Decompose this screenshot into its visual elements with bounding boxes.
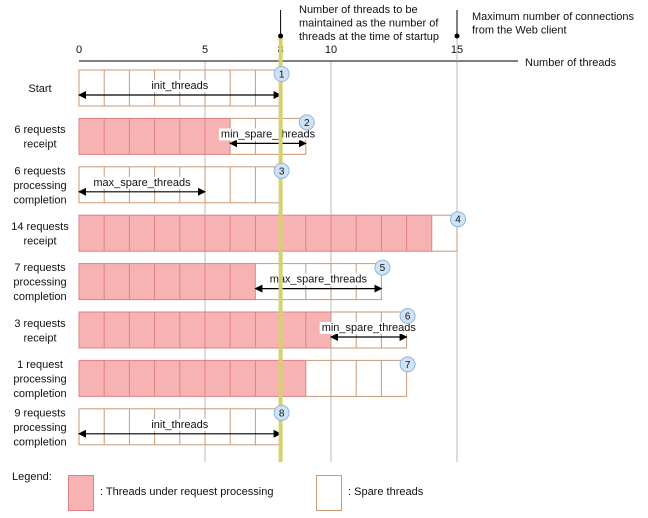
row-1-arrow-label: init_threads (151, 80, 208, 92)
row-2-arrow-label: min_spare_threads (221, 128, 316, 140)
tick-label-10: 10 (325, 44, 337, 56)
step-marker-8-number: 8 (279, 408, 285, 419)
row-8-arrow-label: init_threads (151, 419, 208, 431)
step-marker-1 (273, 66, 290, 82)
step-marker-5 (374, 259, 391, 276)
row-8-label-line: processing (13, 422, 66, 434)
step-marker-6-number: 6 (405, 312, 411, 323)
step-marker-1-number: 1 (279, 70, 285, 81)
max-note-line: from the Web client (472, 25, 567, 37)
row-7-label-line: completion (13, 388, 66, 400)
row-6-arrow-label: min_spare_threads (322, 322, 417, 334)
row-4-label-line: receipt (23, 235, 56, 247)
row-7-label-line: processing (13, 373, 66, 385)
step-marker-7 (399, 356, 416, 373)
row-5-arrow-label: max_spare_threads (270, 274, 368, 286)
row-8-arrow-label-bg (149, 418, 211, 431)
tick-label-0: 0 (76, 44, 82, 56)
row-1-arrow-label-bg (149, 80, 211, 92)
row-5-processing-block (78, 263, 256, 301)
startup-note-line: maintained as the number of (299, 18, 439, 30)
row-8-label-line: completion (13, 436, 66, 448)
step-marker-3 (273, 162, 290, 179)
startup-note-line: Number of threads to be (299, 4, 418, 16)
legend-spare-swatch (316, 475, 342, 511)
row-5-label-line: 7 requests (14, 262, 66, 274)
step-marker-2-number: 2 (304, 118, 310, 129)
tick-label-5: 5 (202, 44, 208, 56)
step-marker-4 (450, 211, 466, 228)
row-4-label-line: 14 requests (11, 221, 69, 233)
row-6-label-line: receipt (23, 332, 56, 344)
step-marker-6 (399, 308, 416, 324)
step-marker-8 (273, 404, 290, 421)
step-marker-2 (298, 114, 315, 131)
max-note-line: Maximum number of connections (472, 11, 635, 23)
legend-title: Legend: (12, 471, 52, 483)
row-2-label-line: receipt (23, 139, 56, 151)
row-5-label-line: processing (13, 277, 66, 289)
row-6-arrow-label-bg (319, 322, 419, 334)
row-3-label-line: completion (13, 194, 66, 206)
axis-label: Number of threads (525, 57, 617, 69)
row-7-label-line: 1 request (17, 359, 63, 371)
row-5-label-line: completion (13, 291, 66, 303)
row-3-label-line: processing (13, 180, 66, 192)
row-8-label-line: 9 requests (14, 407, 66, 419)
startup-note-dot (278, 33, 284, 39)
row-2-label-line: 6 requests (14, 124, 66, 136)
step-marker-3-number: 3 (279, 166, 285, 177)
legend-processing-label: : Threads under request processing (100, 486, 274, 498)
legend-processing-swatch (68, 475, 94, 511)
row-3-arrow-label: max_spare_threads (93, 177, 191, 189)
step-marker-5-number: 5 (380, 263, 386, 274)
step-marker-7-number: 7 (405, 360, 411, 371)
step-marker-4-number: 4 (455, 215, 461, 226)
row-1-label-line: Start (28, 83, 51, 95)
row-5-arrow-label-bg (267, 273, 370, 286)
startup-note-line: threads at the time of startup (299, 31, 439, 43)
row-6-label-line: 3 requests (14, 318, 66, 330)
max-note-dot (454, 33, 460, 39)
row-2-arrow-label-bg (218, 128, 318, 141)
row-7-processing-block (78, 359, 307, 397)
row-3-label-line: 6 requests (14, 165, 66, 177)
row-3-arrow-label-bg (91, 176, 194, 189)
legend-spare-label: : Spare threads (348, 486, 424, 498)
